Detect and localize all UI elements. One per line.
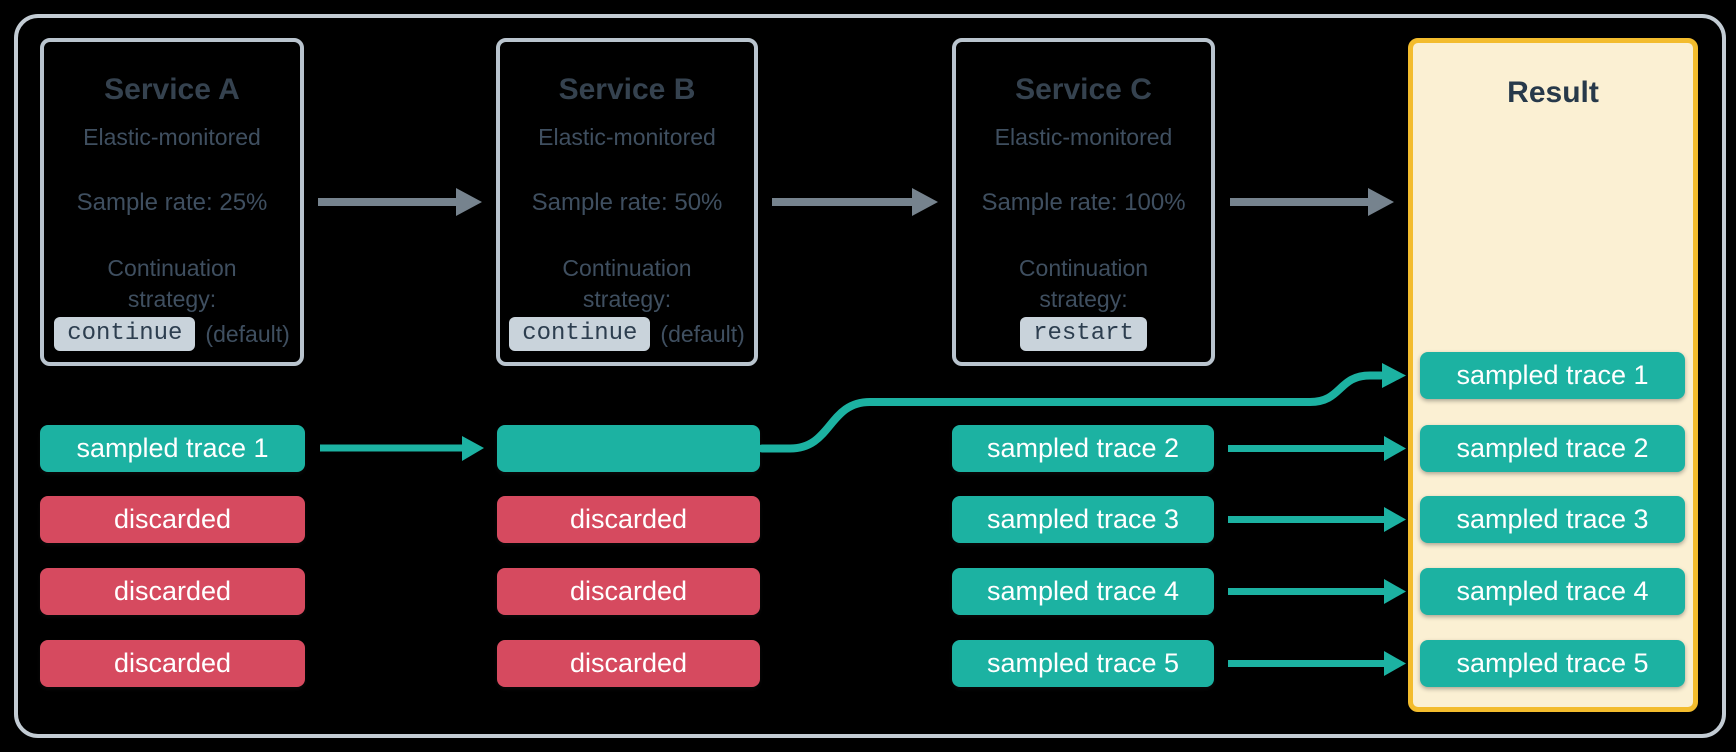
service-c-title: Service C	[1015, 73, 1152, 106]
service-c-sample-rate: Sample rate: 100%	[981, 189, 1186, 216]
service-c-strategy-code-chip: restart	[1020, 317, 1147, 351]
service-a-trace-chip-sampled-1: sampled trace 1	[40, 425, 305, 472]
service-b-trace-chip-discarded-2: discarded	[497, 568, 760, 615]
service-c-trace-chip-sampled-5: sampled trace 5	[952, 640, 1214, 687]
service-a-strategy-suffix: (default)	[205, 320, 290, 347]
service-b-card: Service B Elastic-monitored Sample rate:…	[496, 38, 758, 366]
service-a-sample-rate: Sample rate: 25%	[76, 189, 268, 216]
result-trace-chip-sampled-4: sampled trace 4	[1420, 568, 1685, 615]
service-c-monitoring: Elastic-monitored	[994, 124, 1173, 150]
result-trace-chip-sampled-3: sampled trace 3	[1420, 496, 1685, 543]
service-c-card: Service C Elastic-monitored Sample rate:…	[952, 38, 1215, 366]
service-c-continuation-label: Continuation strategy:	[1018, 255, 1149, 312]
result-trace-chip-sampled-2: sampled trace 2	[1420, 425, 1685, 472]
service-a-card: Service A Elastic-monitored Sample rate:…	[40, 38, 304, 366]
service-a-trace-chip-discarded-1: discarded	[40, 496, 305, 543]
service-b-strategy-row: continue (default)	[509, 317, 745, 351]
service-c-strategy-row: restart	[1020, 317, 1147, 351]
service-c-trace-chip-sampled-3: sampled trace 3	[952, 496, 1214, 543]
service-a-strategy-code-chip: continue	[54, 317, 196, 351]
service-b-title: Service B	[558, 73, 696, 106]
service-b-monitoring: Elastic-monitored	[538, 124, 716, 150]
service-a-trace-chip-discarded-3: discarded	[40, 640, 305, 687]
service-b-continuation-label: Continuation strategy:	[562, 255, 692, 312]
service-a-strategy-row: continue (default)	[54, 317, 290, 351]
diagram-outer-frame	[14, 14, 1726, 738]
service-b-strategy-code-chip: continue	[509, 317, 651, 351]
service-b-strategy-suffix: (default)	[660, 320, 745, 347]
service-b-trace-chip-discarded-1: discarded	[497, 496, 760, 543]
result-trace-chip-sampled-5: sampled trace 5	[1420, 640, 1685, 687]
service-a-trace-chip-discarded-2: discarded	[40, 568, 305, 615]
service-c-trace-chip-sampled-2: sampled trace 2	[952, 425, 1214, 472]
service-a-title: Service A	[104, 73, 240, 106]
service-b-trace-chip-discarded-3: discarded	[497, 640, 760, 687]
result-title: Result	[1507, 76, 1599, 109]
service-a-monitoring: Elastic-monitored	[83, 124, 261, 150]
service-a-continuation-label: Continuation strategy:	[107, 255, 237, 312]
service-b-trace-chip-sampled-empty	[497, 425, 760, 472]
service-b-sample-rate: Sample rate: 50%	[531, 189, 723, 216]
result-trace-chip-sampled-1: sampled trace 1	[1420, 352, 1685, 399]
service-c-trace-chip-sampled-4: sampled trace 4	[952, 568, 1214, 615]
